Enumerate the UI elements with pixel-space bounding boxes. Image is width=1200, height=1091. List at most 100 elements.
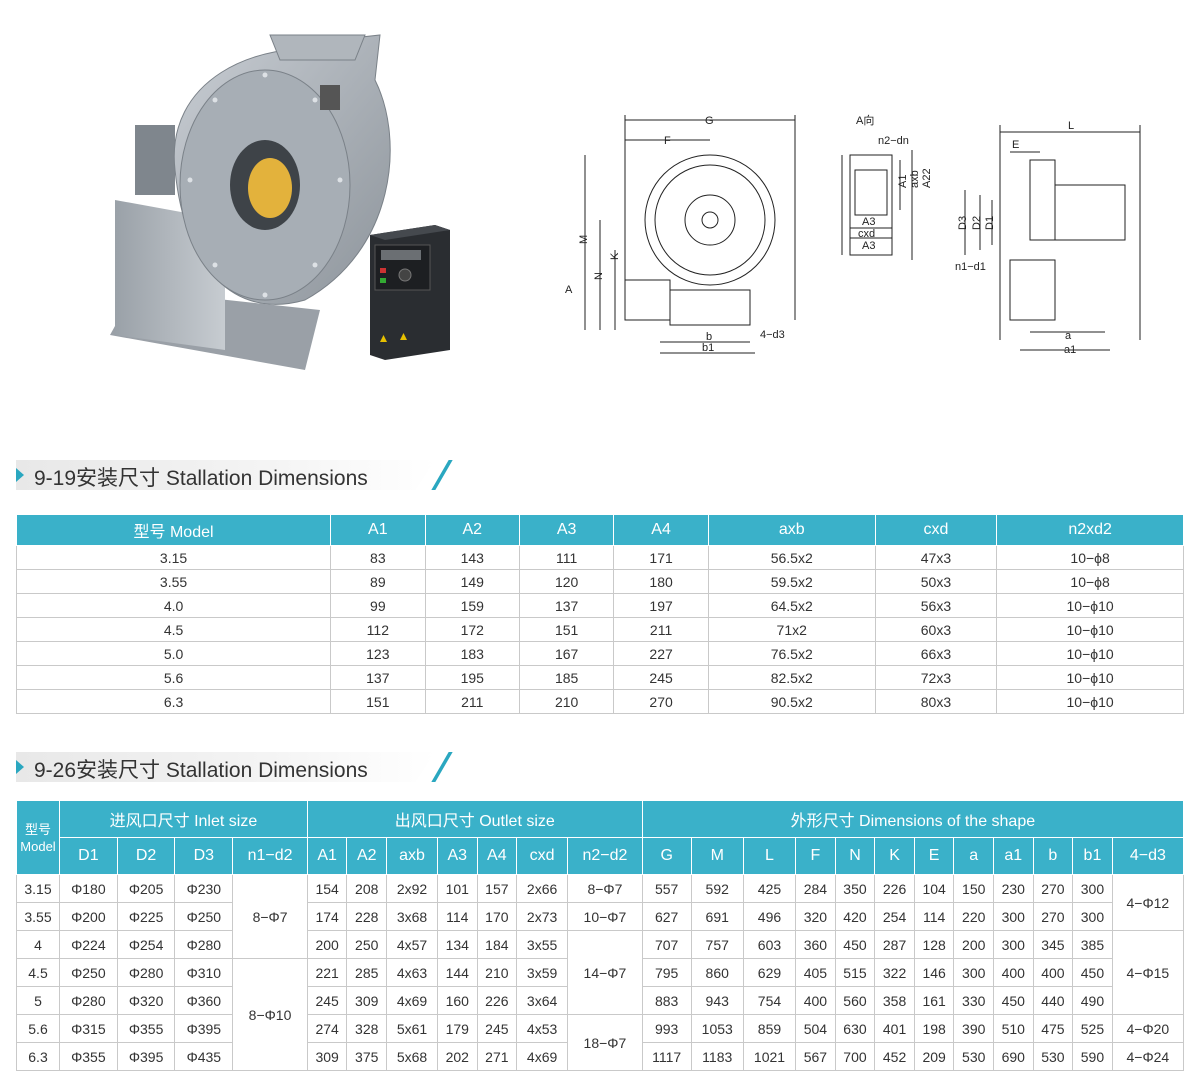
table-cell: 627 xyxy=(641,902,692,931)
table-cell: 943 xyxy=(690,986,744,1015)
table-cell: 300 xyxy=(1072,874,1113,903)
table-cell: 220 xyxy=(953,902,994,931)
label-L: L xyxy=(1068,120,1074,132)
table-cell: 10−ϕ10 xyxy=(996,641,1184,666)
col-header: cxd xyxy=(874,514,998,546)
table-cell: 104 xyxy=(913,874,955,903)
table-cell: 490 xyxy=(1072,986,1113,1015)
col-header: A3 xyxy=(436,837,478,875)
label-F: F xyxy=(664,135,671,147)
table-cell: 211 xyxy=(424,689,520,714)
table-cell: 227 xyxy=(613,641,709,666)
table-cell: 2x73 xyxy=(516,902,569,931)
col-header: D3 xyxy=(174,837,234,875)
table-cell: 64.5x2 xyxy=(707,593,876,618)
a-view-drawing xyxy=(841,150,913,260)
table-cell: 592 xyxy=(690,874,744,903)
col-header: axb xyxy=(707,514,876,546)
table-cell: 120 xyxy=(518,569,615,594)
table-cell: Φ200 xyxy=(59,902,118,931)
table-cell: 101 xyxy=(436,874,478,903)
table-cell: 375 xyxy=(346,1042,388,1071)
table-cell: 209 xyxy=(913,1042,955,1071)
table-cell-n1-d2: 8−Φ10 xyxy=(232,958,308,1071)
table-cell: 157 xyxy=(476,874,518,903)
table-cell: 200 xyxy=(953,930,994,959)
label-4-d3: 4−d3 xyxy=(760,329,785,341)
col-header: G xyxy=(641,837,692,875)
table-cell: Φ280 xyxy=(116,958,176,987)
table-cell: 691 xyxy=(690,902,744,931)
table-cell: 226 xyxy=(476,986,518,1015)
table-cell: 883 xyxy=(641,986,692,1015)
table-cell: 60x3 xyxy=(874,617,998,642)
table-cell: 250 xyxy=(346,930,388,959)
table-cell: 859 xyxy=(742,1014,797,1043)
table-cell: 50x3 xyxy=(874,569,998,594)
table-cell: 700 xyxy=(834,1042,876,1071)
label-D1: D1 xyxy=(984,216,996,230)
table-cell: 208 xyxy=(346,874,388,903)
table-cell: 590 xyxy=(1072,1042,1113,1071)
table-cell: 254 xyxy=(874,902,915,931)
label-M: M xyxy=(578,235,590,244)
col-header: A3 xyxy=(518,514,615,546)
table-cell: 47x3 xyxy=(874,545,998,570)
table-cell: 1053 xyxy=(690,1014,744,1043)
table-cell: 200 xyxy=(306,930,348,959)
label-A3-bottom: A3 xyxy=(862,240,875,252)
table-cell: 114 xyxy=(436,902,478,931)
table-cell: 174 xyxy=(306,902,348,931)
table-cell: 405 xyxy=(795,958,836,987)
table-cell: 114 xyxy=(913,902,955,931)
col-header: a1 xyxy=(993,837,1034,875)
table-cell: 71x2 xyxy=(707,617,876,642)
table-cell: 328 xyxy=(346,1014,388,1043)
table-cell: 185 xyxy=(518,665,615,690)
table-cell: 690 xyxy=(993,1042,1034,1071)
col-header: N xyxy=(834,837,876,875)
table-cell: 245 xyxy=(476,1014,518,1043)
table-cell: 5.0 xyxy=(15,641,332,666)
table-cell: Φ310 xyxy=(174,958,234,987)
table-cell: 230 xyxy=(993,874,1034,903)
table-cell: 270 xyxy=(1032,874,1074,903)
table-cell: Φ320 xyxy=(116,986,176,1015)
col-header: A2 xyxy=(424,514,520,546)
table-cell: 2x66 xyxy=(516,874,569,903)
table-cell: 170 xyxy=(476,902,518,931)
table-cell: 161 xyxy=(913,986,955,1015)
col-header: 4−d3 xyxy=(1111,837,1185,875)
group-model: 型号 Model xyxy=(16,800,60,875)
table-cell: 425 xyxy=(742,874,797,903)
label-cxd: cxd xyxy=(858,228,875,240)
label-n2-dn: n2−dn xyxy=(878,135,909,147)
table-cell: 184 xyxy=(476,930,518,959)
table-cell: 5x68 xyxy=(386,1042,438,1071)
table-cell: 10−ϕ8 xyxy=(996,545,1184,570)
table-cell: 993 xyxy=(641,1014,692,1043)
col-header: M xyxy=(690,837,744,875)
table-cell: 159 xyxy=(424,593,520,618)
table-cell: Φ230 xyxy=(174,874,234,903)
triangle-marker-icon xyxy=(16,468,24,482)
table-cell: 1021 xyxy=(742,1042,797,1071)
table-cell: 795 xyxy=(641,958,692,987)
label-b: b xyxy=(706,331,712,343)
table-cell: 210 xyxy=(518,689,615,714)
table-cell: 309 xyxy=(346,986,388,1015)
table-cell: 3.55 xyxy=(16,902,60,931)
col-header: 型号 Model xyxy=(15,514,332,546)
group-shape: 外形尺寸 Dimensions of the shape xyxy=(641,800,1185,838)
table-cell: 530 xyxy=(1032,1042,1074,1071)
table-cell: 82.5x2 xyxy=(707,665,876,690)
table-cell: Φ280 xyxy=(59,986,118,1015)
label-A1: A1 xyxy=(897,175,909,188)
